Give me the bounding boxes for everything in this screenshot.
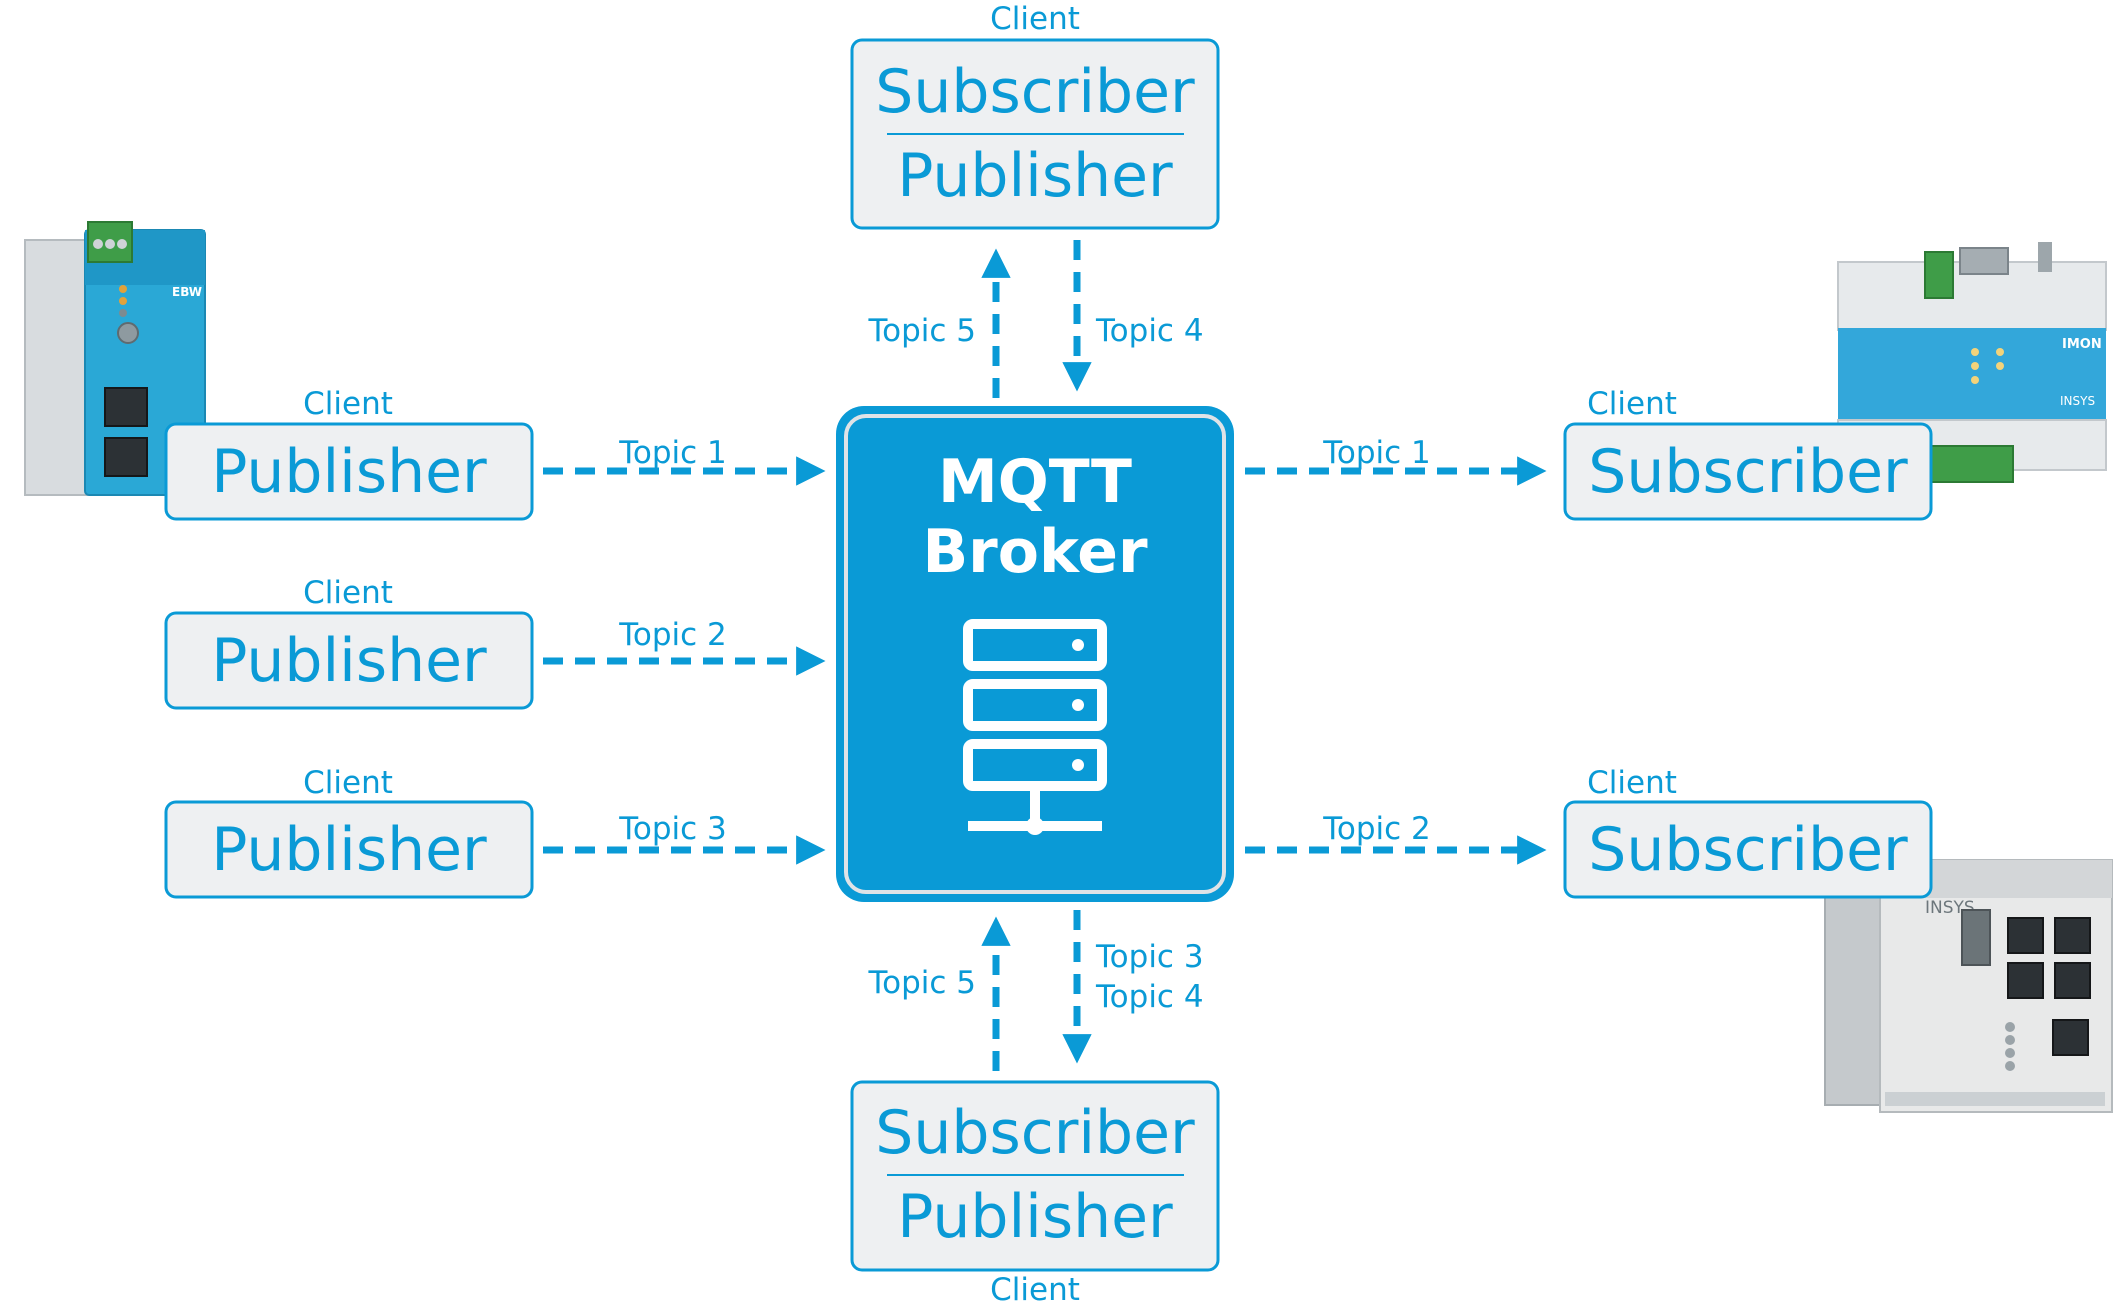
server-icon	[963, 619, 1107, 835]
publisher-label: Publisher	[211, 626, 487, 696]
publisher-label: Publisher	[897, 141, 1173, 211]
client-label: Client	[990, 1, 1080, 37]
topic-label-left-1: Topic 1	[618, 435, 727, 471]
topic-label-bottom-down-1: Topic 3	[1095, 939, 1204, 975]
client-label: Client	[990, 1272, 1080, 1306]
topic-label-bottom-up: Topic 5	[867, 965, 976, 1001]
svg-text:IMON: IMON	[2062, 337, 2102, 352]
subscriber-label: Subscriber	[1588, 437, 1908, 507]
top-subscriber-publisher-client: Client Subscriber Publisher	[850, 1, 1220, 230]
publisher-label: Publisher	[211, 815, 487, 885]
subscriber-label: Subscriber	[875, 57, 1195, 127]
broker-title-line2: Broker	[922, 517, 1148, 587]
right-subscriber-client-1: Client Subscriber	[1563, 386, 1933, 521]
left-publisher-client-2: Client Publisher	[164, 575, 534, 710]
mqtt-broker: MQTT Broker	[836, 406, 1234, 902]
client-label: Client	[303, 575, 393, 611]
topic-label-left-3: Topic 3	[618, 811, 727, 847]
publisher-label: Publisher	[897, 1182, 1173, 1252]
left-publisher-client-1: Client Publisher	[164, 386, 534, 521]
topic-label-right-2: Topic 2	[1322, 811, 1431, 847]
topic-label-left-2: Topic 2	[618, 617, 727, 653]
topic-label-right-1: Topic 1	[1322, 435, 1431, 471]
subscriber-label: Subscriber	[875, 1098, 1195, 1168]
subscriber-label: Subscriber	[1588, 815, 1908, 885]
client-label: Client	[303, 386, 393, 422]
ebw-device-label: EBW	[172, 285, 202, 299]
topic-label-top-down: Topic 4	[1095, 313, 1204, 349]
bottom-subscriber-publisher-client: Subscriber Publisher Client	[850, 1080, 1220, 1306]
broker-title-line1: MQTT	[938, 447, 1132, 517]
topic-label-bottom-down-2: Topic 4	[1095, 979, 1204, 1015]
topic-label-top-up: Topic 5	[867, 313, 976, 349]
client-label: Client	[1587, 765, 1677, 801]
insys-gateway-label: INSYS	[2060, 394, 2095, 408]
publisher-label: Publisher	[211, 437, 487, 507]
right-subscriber-client-2: Client Subscriber	[1563, 765, 1933, 899]
client-label: Client	[303, 765, 393, 801]
insys-moros-device-image: INSYS	[1824, 859, 2113, 1113]
arrows	[543, 240, 1547, 1071]
client-label: Client	[1587, 386, 1677, 422]
left-publisher-client-3: Client Publisher	[164, 765, 534, 899]
